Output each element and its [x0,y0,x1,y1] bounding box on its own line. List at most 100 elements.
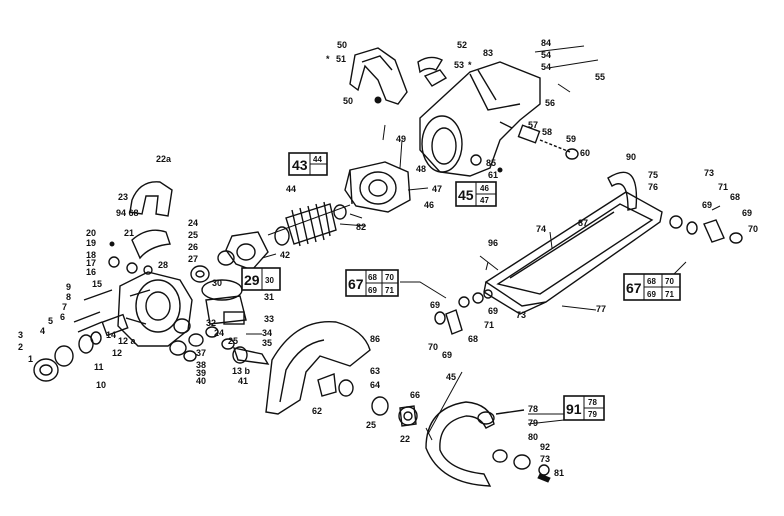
label-20: 20 [86,228,96,238]
handle-cover [349,47,408,105]
label-28: 28 [158,260,168,270]
label-16: 16 [86,267,96,277]
label-73c: 73 [540,454,550,464]
label-25c: 25 [366,420,376,430]
label-73b: 73 [516,310,526,320]
rod-65 [427,371,463,435]
label-50: 50 [337,40,347,50]
label-53: 53 [454,60,464,70]
label-56: 56 [545,98,555,108]
label-9: 9 [66,282,71,292]
refbox-67-left-b: 70 [385,273,394,282]
label-69c: 69 [488,306,498,316]
label-68b: 68 [730,192,740,202]
label-40: 40 [196,376,206,386]
refbox-45-a: 46 [480,184,489,193]
label-5: 5 [48,316,53,326]
switch [423,69,448,87]
leader-67 [400,281,447,299]
lower-guard [425,401,525,487]
label-69b: 69 [442,350,452,360]
label-4: 4 [40,326,45,336]
label-62: 62 [312,406,322,416]
refbox-91: 91 78 79 [563,395,605,421]
rod-55 [547,59,599,69]
label-42: 42 [280,250,290,260]
label-32: 32 [206,318,216,328]
refbox-43-main: 43 [292,157,308,173]
refbox-67-left-main: 67 [348,276,364,292]
guard-21 [131,229,171,260]
armature [267,201,363,247]
pin-77 [561,305,597,311]
label-74: 74 [536,224,546,234]
label-2: 2 [18,342,23,352]
label-87: 87 [578,218,588,228]
bolt-84 [534,45,585,53]
label-21: 21 [124,228,134,238]
refbox-67-left-d: 71 [385,286,394,295]
label-66: 66 [410,390,420,400]
refbox-67-right-b: 70 [665,277,674,286]
label-38: 38 [196,360,206,370]
label-23: 23 [118,192,128,202]
screw-56 [557,83,571,93]
label-75: 75 [648,170,658,180]
upper-guard [265,320,371,415]
label-25: 25 [188,230,198,240]
label-80: 80 [528,432,538,442]
label-61: 61 [488,170,498,180]
label-11: 11 [94,362,104,372]
label-53-star: * [468,60,472,70]
label-31: 31 [264,292,274,302]
screw-61 [497,167,503,173]
refbox-43-a: 44 [313,155,322,164]
label-3: 3 [18,330,23,340]
label-8: 8 [66,292,71,302]
handle-clamp [417,56,443,74]
label-84: 84 [541,38,551,48]
washer-85 [470,154,482,166]
refbox-91-main: 91 [566,401,582,417]
spindle-stack [33,289,129,382]
depth-bracket-90 [607,171,638,211]
label-15: 15 [92,279,102,289]
label-46: 46 [424,200,434,210]
refbox-67-right: 67 68 70 69 71 [623,273,681,301]
label-54b: 54 [541,62,551,72]
blade-washers [317,373,418,427]
label-12a: 12 a [118,336,137,346]
refbox-91-a: 78 [588,398,597,407]
screw-96 [485,261,489,271]
label-25b: 25 [228,336,238,346]
screw-42 [261,253,277,259]
label-12: 12 [112,348,122,358]
label-52: 52 [457,40,467,50]
refbox-67-right-a: 68 [647,277,656,286]
label-96: 96 [488,238,498,248]
label-14: 14 [106,330,116,340]
label-63: 63 [370,366,380,376]
refbox-43: 43 44 [288,152,328,176]
label-94: 94 68 [116,208,139,218]
label-24: 24 [188,218,198,228]
refbox-67-right-c: 69 [647,290,656,299]
refbox-67-left-a: 68 [368,273,377,282]
label-85: 85 [486,158,496,168]
label-81: 81 [554,468,564,478]
refbox-91-b: 79 [588,410,597,419]
label-13b: 13 b [232,366,251,376]
refbox-45: 45 46 47 [455,181,497,207]
spring-end [425,427,433,441]
label-24b: 24 [214,328,224,338]
refbox-67-left: 67 68 70 69 71 [345,269,399,297]
part-labels: 50 * 51 50 52 53 * 83 84 54 54 55 56 57 … [18,38,758,478]
bevel-hardware [669,205,743,244]
screw-82 [339,223,367,227]
leader-96 [479,255,499,271]
label-41: 41 [238,376,248,386]
leader-79 [527,419,565,425]
label-30: 30 [212,278,222,288]
